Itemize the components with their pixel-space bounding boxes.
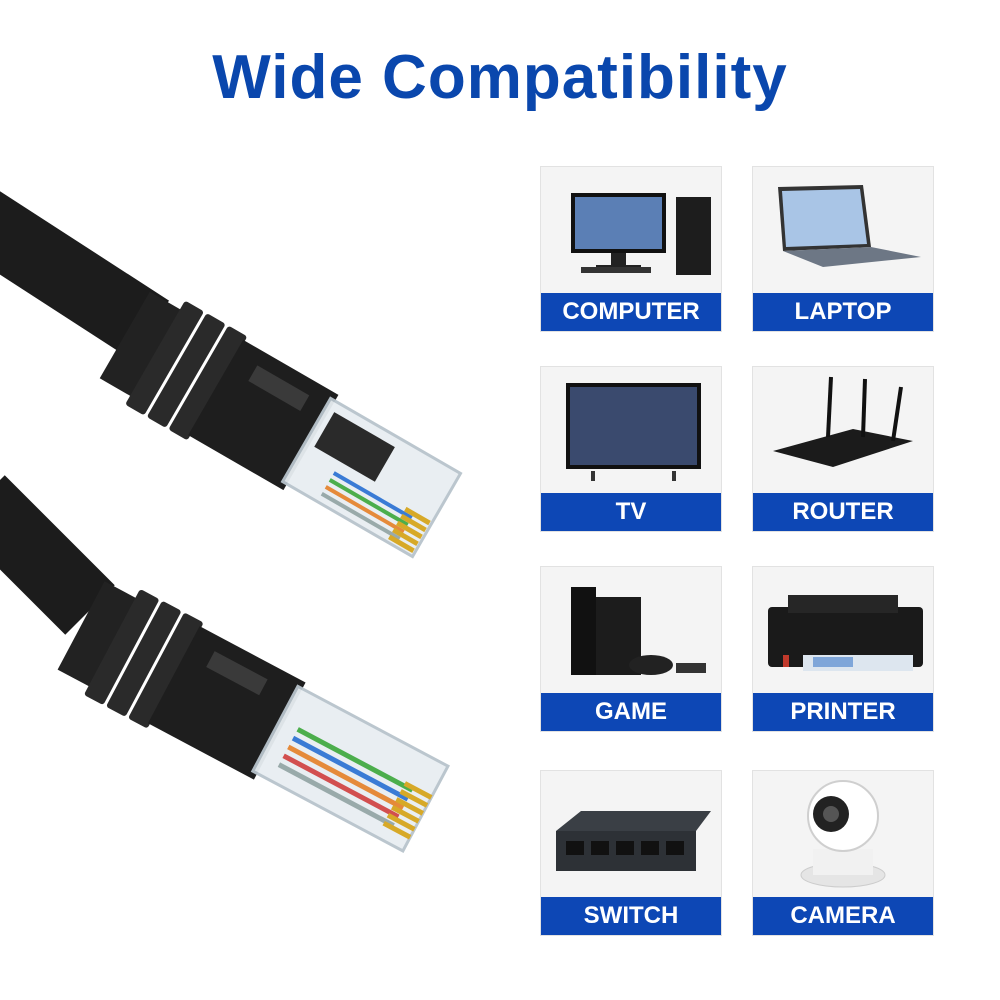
page-title: Wide Compatibility <box>212 43 788 112</box>
printer-icon <box>768 595 923 671</box>
network-switch-icon <box>556 811 711 871</box>
tv-icon <box>566 383 701 481</box>
device-grid: COMPUTER LAPTOP TV ROUTER <box>540 166 934 938</box>
device-card-camera: CAMERA <box>752 770 934 936</box>
device-label: COMPUTER <box>541 293 721 331</box>
laptop-icon <box>778 185 921 267</box>
upper-rj45-connector <box>0 191 463 559</box>
device-label: ROUTER <box>753 493 933 531</box>
computer-icon <box>571 193 711 275</box>
device-card-switch: SWITCH <box>540 770 722 936</box>
device-label: TV <box>541 493 721 531</box>
device-card-computer: COMPUTER <box>540 166 722 332</box>
lower-rj45-connector <box>0 475 450 853</box>
device-card-game: GAME <box>540 566 722 732</box>
device-card-tv: TV <box>540 366 722 532</box>
device-card-laptop: LAPTOP <box>752 166 934 332</box>
ethernet-cable-image <box>0 191 463 853</box>
device-label: SWITCH <box>541 897 721 935</box>
game-console-icon <box>571 587 706 675</box>
device-card-router: ROUTER <box>752 366 934 532</box>
router-icon <box>773 376 913 467</box>
device-label: CAMERA <box>753 897 933 935</box>
device-label: LAPTOP <box>753 293 933 331</box>
device-label: GAME <box>541 693 721 731</box>
device-label: PRINTER <box>753 693 933 731</box>
device-card-printer: PRINTER <box>752 566 934 732</box>
security-camera-icon <box>800 780 886 888</box>
